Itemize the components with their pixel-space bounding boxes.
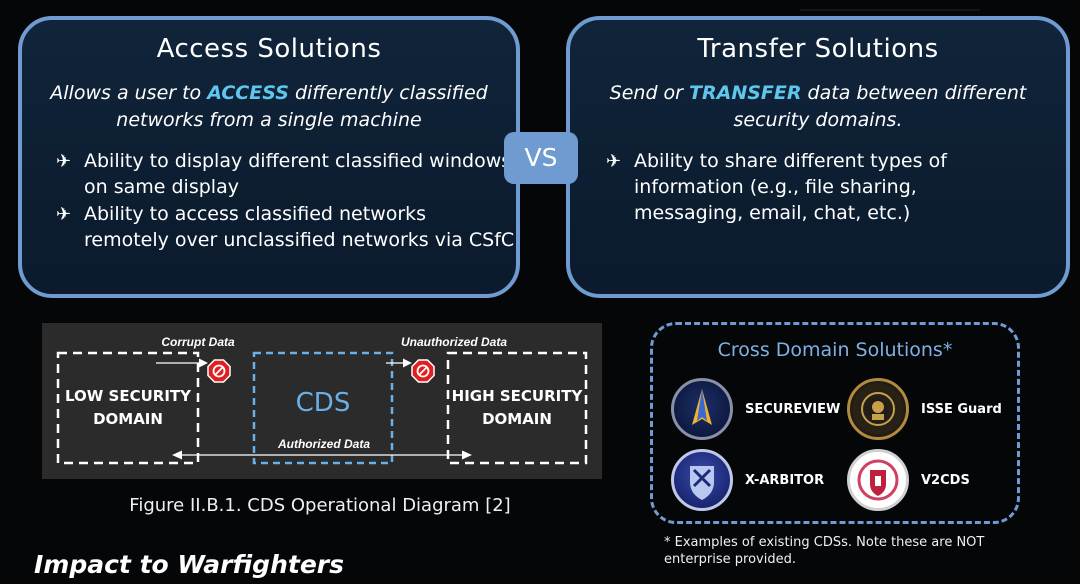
stop-sign-icon bbox=[411, 359, 435, 383]
arrowhead-right-icon bbox=[462, 450, 472, 460]
access-bullet-item: ✈ Ability to display different classified… bbox=[56, 148, 516, 200]
transfer-solutions-subtitle: Send or TRANSFER data between different … bbox=[570, 80, 1066, 134]
v2cds-label: V2CDS bbox=[921, 473, 970, 488]
access-bullet-item: ✈ Ability to access classified networks r… bbox=[56, 201, 516, 253]
transfer-solutions-panel: Transfer Solutions Send or TRANSFER data… bbox=[566, 16, 1070, 298]
secureview-label: SECUREVIEW bbox=[745, 402, 841, 417]
cds-label: CDS bbox=[296, 388, 351, 418]
cds-diagram-svg: Corrupt Data Unauthorized Data Authorize… bbox=[56, 335, 588, 465]
v2cds-logo-icon bbox=[847, 449, 909, 511]
low-security-domain-box bbox=[56, 351, 200, 465]
figure-caption: Figure II.B.1. CDS Operational Diagram [… bbox=[129, 495, 511, 516]
transfer-subtitle-pre: Send or bbox=[609, 82, 690, 104]
arrowhead-right-icon bbox=[403, 358, 412, 368]
x-arbitor-label: X-ARBITOR bbox=[745, 473, 825, 488]
high-security-label-line2: DOMAIN bbox=[482, 410, 552, 428]
access-bullet-text: Ability to display different classified … bbox=[84, 150, 512, 198]
access-subtitle-pre: Allows a user to bbox=[50, 82, 208, 104]
transfer-solutions-title: Transfer Solutions bbox=[697, 34, 939, 64]
arrowhead-left-icon bbox=[172, 450, 182, 460]
airplane-icon: ✈ bbox=[56, 204, 72, 225]
transfer-bullet-list: ✈ Ability to share different types of inf… bbox=[606, 148, 1006, 226]
transfer-keyword: TRANSFER bbox=[689, 82, 802, 104]
transfer-bullet-item: ✈ Ability to share different types of inf… bbox=[606, 148, 1006, 226]
cds-footnote: * Examples of existing CDSs. Note these … bbox=[664, 534, 984, 568]
cross-domain-solutions-title: Cross Domain Solutions* bbox=[717, 339, 953, 361]
x-arbitor-logo-icon bbox=[671, 449, 733, 511]
low-security-label-line1: LOW SECURITY bbox=[65, 387, 192, 405]
transfer-bullet-text: Ability to share different types of info… bbox=[634, 150, 947, 224]
cross-domain-solutions-box: Cross Domain Solutions* SECUREVIEW ISSE … bbox=[650, 322, 1020, 524]
arrowhead-right-icon bbox=[199, 358, 208, 368]
access-keyword: ACCESS bbox=[207, 82, 289, 104]
low-security-label-line2: DOMAIN bbox=[93, 410, 163, 428]
access-bullet-text: Ability to access classified networks re… bbox=[84, 203, 515, 251]
vs-badge: VS bbox=[504, 132, 578, 184]
cds-box bbox=[252, 351, 394, 465]
cds-footnote-line2: enterprise provided. bbox=[664, 552, 796, 567]
isse-guard-label: ISSE Guard bbox=[921, 402, 1002, 417]
access-solutions-subtitle: Allows a user to ACCESS differently clas… bbox=[22, 80, 516, 134]
authorized-data-label: Authorized Data bbox=[277, 437, 370, 451]
access-bullet-list: ✈ Ability to display different classified… bbox=[56, 148, 516, 253]
stop-sign-icon bbox=[207, 359, 231, 383]
high-security-label-line1: HIGH SECURITY bbox=[452, 387, 584, 405]
transfer-subtitle-post: data between different security domains. bbox=[733, 82, 1027, 131]
secureview-logo-icon bbox=[671, 378, 733, 440]
impact-to-warfighters-heading: Impact to Warfighters bbox=[34, 550, 344, 579]
access-subtitle-post: differently classified networks from a s… bbox=[116, 82, 488, 131]
corrupt-data-label: Corrupt Data bbox=[161, 335, 235, 349]
unauthorized-data-label: Unauthorized Data bbox=[401, 335, 507, 349]
cds-footnote-line1: * Examples of existing CDSs. Note these … bbox=[664, 535, 985, 550]
cds-operational-diagram: Corrupt Data Unauthorized Data Authorize… bbox=[42, 323, 602, 479]
access-solutions-title: Access Solutions bbox=[156, 34, 382, 64]
high-security-domain-box bbox=[446, 351, 588, 465]
isse-guard-logo-icon bbox=[847, 378, 909, 440]
access-solutions-panel: Access Solutions Allows a user to ACCESS… bbox=[18, 16, 520, 298]
airplane-icon: ✈ bbox=[606, 151, 622, 172]
airplane-icon: ✈ bbox=[56, 151, 72, 172]
